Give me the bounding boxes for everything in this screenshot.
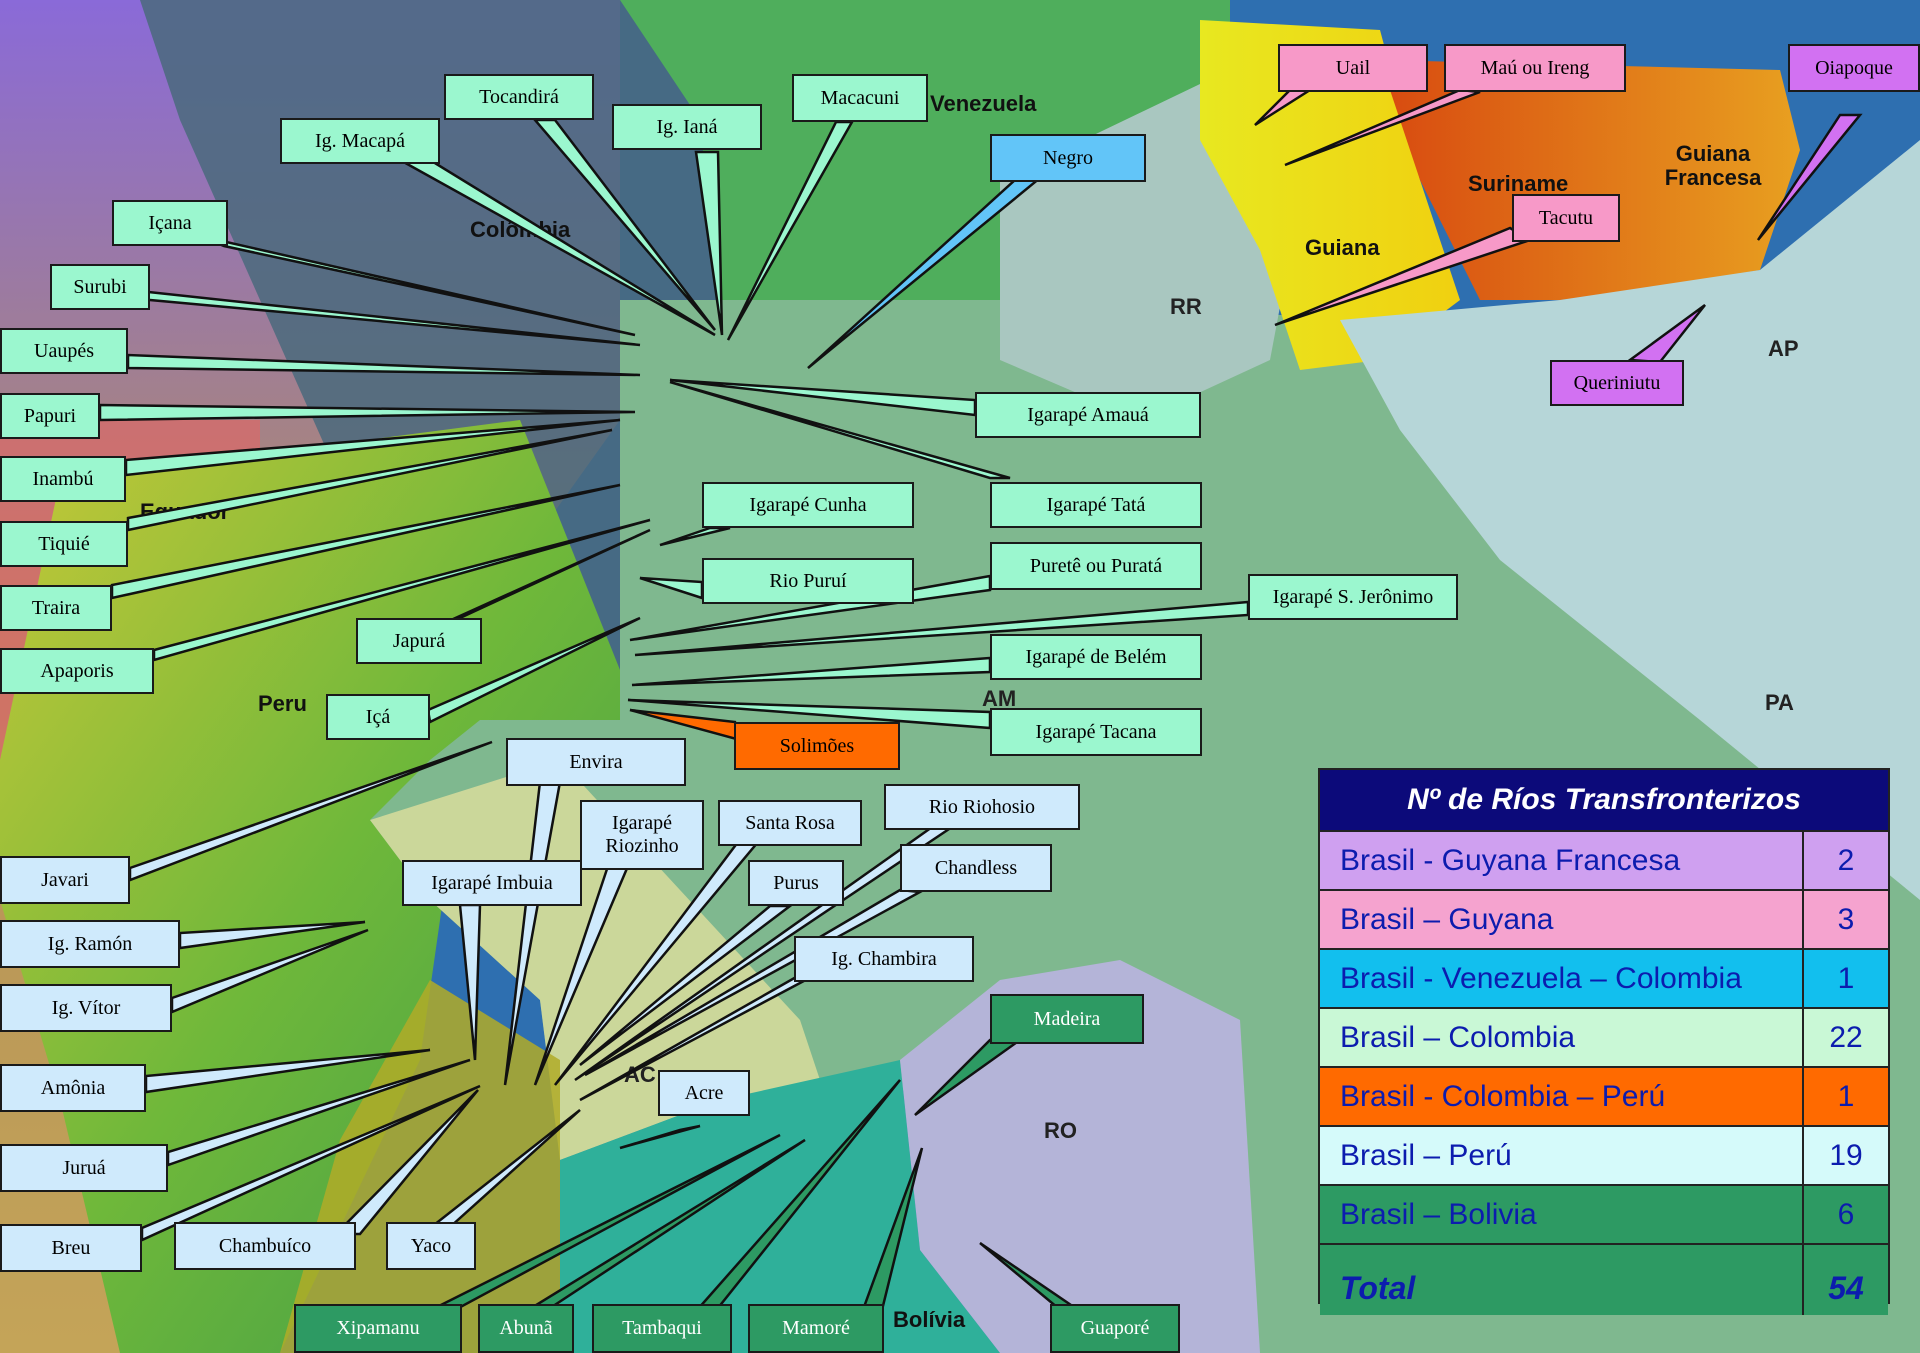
- legend-row-count: 6: [1837, 1197, 1855, 1231]
- legend-row-name: Brasil – Colombia: [1320, 1009, 1804, 1066]
- river-label-chambuico: Chambuíco: [174, 1222, 356, 1270]
- state-label-ap: AP: [1768, 336, 1799, 361]
- river-label-ica: Içá: [326, 694, 430, 740]
- legend-row: Brasil - Venezuela – Colombia 1: [1320, 950, 1888, 1009]
- state-label-pa: PA: [1765, 690, 1794, 715]
- state-label-rr: RR: [1170, 294, 1202, 319]
- country-label-guiana: Guiana: [1305, 235, 1380, 260]
- river-label-icana: Içana: [112, 200, 228, 246]
- river-label-jurua: Juruá: [0, 1144, 168, 1192]
- river-label-queriniutu: Queriniutu: [1550, 360, 1684, 406]
- legend-row-count: 1: [1837, 961, 1855, 995]
- river-label-madeira: Madeira: [990, 994, 1144, 1044]
- legend-row-count: 3: [1837, 902, 1855, 936]
- river-label-acre: Acre: [658, 1070, 750, 1116]
- legend-row: Brasil – Bolivia 6: [1320, 1186, 1888, 1245]
- state-label-am: AM: [982, 686, 1017, 711]
- legend-row: Brasil - Guyana Francesa 2: [1320, 832, 1888, 891]
- legend-row-name: Brasil – Bolivia: [1320, 1186, 1804, 1243]
- river-label-rio-purui: Rio Puruí: [702, 558, 914, 604]
- river-label-traira: Traira: [0, 585, 112, 631]
- legend-title: Nº de Ríos Transfronterizos: [1320, 770, 1888, 832]
- river-label-macacuni: Macacuni: [792, 74, 928, 122]
- state-label-ro: RO: [1044, 1118, 1077, 1143]
- river-label-xipamanu: Xipamanu: [294, 1304, 462, 1353]
- legend-row-name: Brasil - Guyana Francesa: [1320, 832, 1804, 889]
- river-label-negro: Negro: [990, 134, 1146, 182]
- river-label-igarape-amaua: Igarapé Amauá: [975, 392, 1201, 438]
- river-label-japura: Japurá: [356, 618, 482, 664]
- river-label-mamore: Mamoré: [748, 1304, 884, 1353]
- river-label-tambaqui: Tambaqui: [592, 1304, 732, 1353]
- legend-table: Nº de Ríos Transfronterizos Brasil - Guy…: [1318, 768, 1890, 1315]
- river-label-ig-iana: Ig. Ianá: [612, 104, 762, 150]
- river-label-uaupes: Uaupés: [0, 328, 128, 374]
- river-label-igarape-tata: Igarapé Tatá: [990, 482, 1202, 528]
- river-label-amonia: Amônia: [0, 1064, 146, 1112]
- legend-row-name: Brasil – Guyana: [1320, 891, 1804, 948]
- country-label-suriname: Suriname: [1468, 171, 1569, 196]
- river-label-yaco: Yaco: [386, 1222, 476, 1270]
- legend-row-count: 22: [1829, 1020, 1863, 1054]
- river-label-uail: Uail: [1278, 44, 1428, 92]
- legend-row-name: Brasil - Colombia – Perú: [1320, 1068, 1804, 1125]
- country-label-guiana-francesa: Guiana Francesa: [1664, 141, 1762, 191]
- legend-row-count: 2: [1837, 843, 1855, 877]
- river-label-chandless: Chandless: [900, 844, 1052, 892]
- river-label-solimoes: Solimões: [734, 722, 900, 770]
- river-label-surubi: Surubi: [50, 264, 150, 310]
- legend-row-count: 19: [1829, 1138, 1863, 1172]
- river-label-rio-riohosio: Rio Riohosio: [884, 784, 1080, 830]
- river-label-javari: Javari: [0, 856, 130, 904]
- river-label-tocandira: Tocandirá: [444, 74, 594, 120]
- river-label-breu: Breu: [0, 1224, 142, 1272]
- river-label-purus: Purus: [748, 860, 844, 906]
- legend-row-name: Brasil – Perú: [1320, 1127, 1804, 1184]
- river-label-purete-ou-purata: Puretê ou Puratá: [990, 542, 1202, 590]
- legend-row: Brasil – Perú 19: [1320, 1127, 1888, 1186]
- legend-total-row: Total 54: [1320, 1245, 1888, 1315]
- river-label-igarape-cunha: Igarapé Cunha: [702, 482, 914, 528]
- river-label-igarape-riozinho: Igarapé Riozinho: [580, 800, 704, 870]
- legend-row-count: 1: [1837, 1079, 1855, 1113]
- river-label-igarape-s-jeronimo: Igarapé S. Jerônimo: [1248, 574, 1458, 620]
- river-label-ig-vitor: Ig. Vítor: [0, 984, 172, 1032]
- legend-total-label: Total: [1320, 1245, 1804, 1315]
- river-label-ig-chambira: Ig. Chambira: [794, 936, 974, 982]
- river-label-igarape-tacana: Igarapé Tacana: [990, 708, 1202, 756]
- legend-row: Brasil - Colombia – Perú 1: [1320, 1068, 1888, 1127]
- river-label-abuna: Abunã: [478, 1304, 574, 1353]
- legend-row: Brasil – Colombia 22: [1320, 1009, 1888, 1068]
- river-label-envira: Envira: [506, 738, 686, 786]
- river-label-igarape-imbuia: Igarapé Imbuia: [402, 860, 582, 906]
- river-label-tiquie: Tiquié: [0, 521, 128, 567]
- legend-row-name: Brasil - Venezuela – Colombia: [1320, 950, 1804, 1007]
- river-label-tacutu: Tacutu: [1512, 194, 1620, 242]
- river-label-apaporis: Apaporis: [0, 648, 154, 694]
- river-label-ig-macapa: Ig. Macapá: [280, 118, 440, 164]
- country-label-venezuela: Venezuela: [930, 91, 1037, 116]
- river-label-inambu: Inambú: [0, 456, 126, 502]
- river-label-ig-ramon: Ig. Ramón: [0, 920, 180, 968]
- river-label-papuri: Papuri: [0, 393, 100, 439]
- river-label-igarape-de-belem: Igarapé de Belém: [990, 634, 1202, 680]
- legend-total-value: 54: [1828, 1270, 1864, 1306]
- river-label-oiapoque: Oiapoque: [1788, 44, 1920, 92]
- river-label-guapore: Guaporé: [1050, 1304, 1180, 1353]
- river-label-santa-rosa: Santa Rosa: [718, 800, 862, 846]
- legend-row: Brasil – Guyana 3: [1320, 891, 1888, 950]
- country-label-bolivia: Bolívia: [893, 1307, 966, 1332]
- river-label-mau-ou-ireng: Maú ou Ireng: [1444, 44, 1626, 92]
- country-label-peru: Peru: [258, 691, 307, 716]
